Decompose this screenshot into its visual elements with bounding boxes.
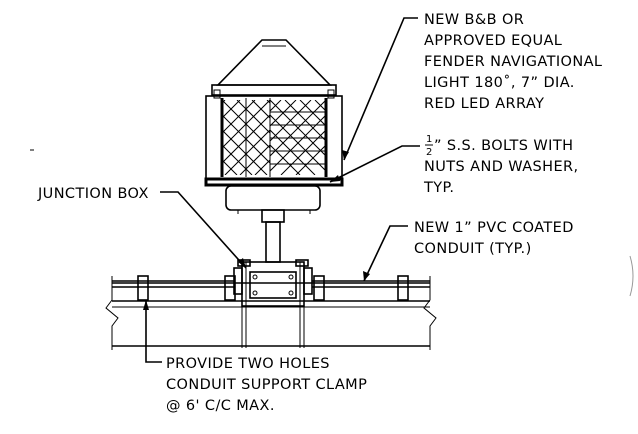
junction-box — [233, 259, 313, 348]
callout-holes-line-3: @ 6' C/C MAX. — [166, 398, 275, 414]
bolt-fraction-numerator: 1 — [426, 134, 433, 145]
callout-bolts: 1 2 ” S.S. BOLTS WITH NUTS AND WASHER, T… — [423, 134, 579, 196]
junction-box-body — [241, 261, 305, 307]
conduit-clamp — [397, 275, 409, 301]
callout-bolts-line-1: ” S.S. BOLTS WITH — [434, 138, 573, 154]
leader-junction-box — [160, 191, 247, 269]
leader-lines — [143, 17, 420, 363]
leader-conduit — [363, 225, 408, 282]
callout-holes-line-1: PROVIDE TWO HOLES — [166, 356, 330, 372]
leader-clamp-holes — [145, 300, 162, 363]
bolt-fraction-denominator: 2 — [426, 147, 433, 158]
light-bottom-band — [204, 177, 344, 187]
light-neck — [261, 209, 285, 223]
leader-light — [343, 17, 418, 161]
callout-junction-box: JUNCTION BOX — [37, 186, 149, 202]
fender-wale-beam — [105, 276, 437, 350]
callout-light: NEW B&B OR APPROVED EQUAL FENDER NAVIGAT… — [424, 12, 602, 112]
callout-bolts-line-2: NUTS AND WASHER, — [424, 159, 579, 175]
callout-light-line-4: LIGHT 180˚, 7” DIA. — [424, 74, 575, 91]
callout-light-line-1: NEW B&B OR — [424, 12, 524, 28]
light-top-band — [211, 84, 337, 96]
navigational-light — [204, 39, 344, 263]
edge-mark — [629, 255, 634, 297]
callout-conduit-line-1: NEW 1” PVC COATED — [414, 220, 574, 236]
callout-light-line-5: RED LED ARRAY — [424, 96, 544, 112]
callout-bolts-line-3: TYP. — [423, 180, 454, 196]
callout-light-line-3: FENDER NAVIGATIONAL — [424, 54, 602, 70]
pvc-conduit — [112, 280, 430, 288]
callout-conduit-line-2: CONDUIT (TYP.) — [414, 241, 532, 257]
light-support-post — [265, 221, 281, 263]
leader-bolts — [329, 145, 420, 183]
junction-box-cover-plate — [249, 271, 297, 299]
conduit-support-clamps — [137, 275, 409, 301]
callout-conduit: NEW 1” PVC COATED CONDUIT (TYP.) — [414, 220, 574, 257]
break-line-left — [105, 276, 119, 350]
conduit-clamp — [313, 275, 325, 301]
callout-holes-line-2: CONDUIT SUPPORT CLAMP — [166, 377, 367, 393]
led-array-lattice-right — [270, 100, 326, 175]
callout-junction-box-label: JUNCTION BOX — [37, 186, 149, 202]
callout-light-line-2: APPROVED EQUAL — [424, 33, 562, 49]
conduit-clamp — [224, 275, 236, 301]
callout-clamp-holes: PROVIDE TWO HOLES CONDUIT SUPPORT CLAMP … — [166, 356, 367, 414]
light-cap — [216, 39, 332, 86]
led-array-lattice-left — [222, 100, 270, 175]
conduit-clamp — [137, 275, 149, 301]
break-line-right — [423, 276, 437, 350]
light-base-housing — [225, 185, 321, 211]
junction-box-hub-right — [303, 267, 313, 295]
